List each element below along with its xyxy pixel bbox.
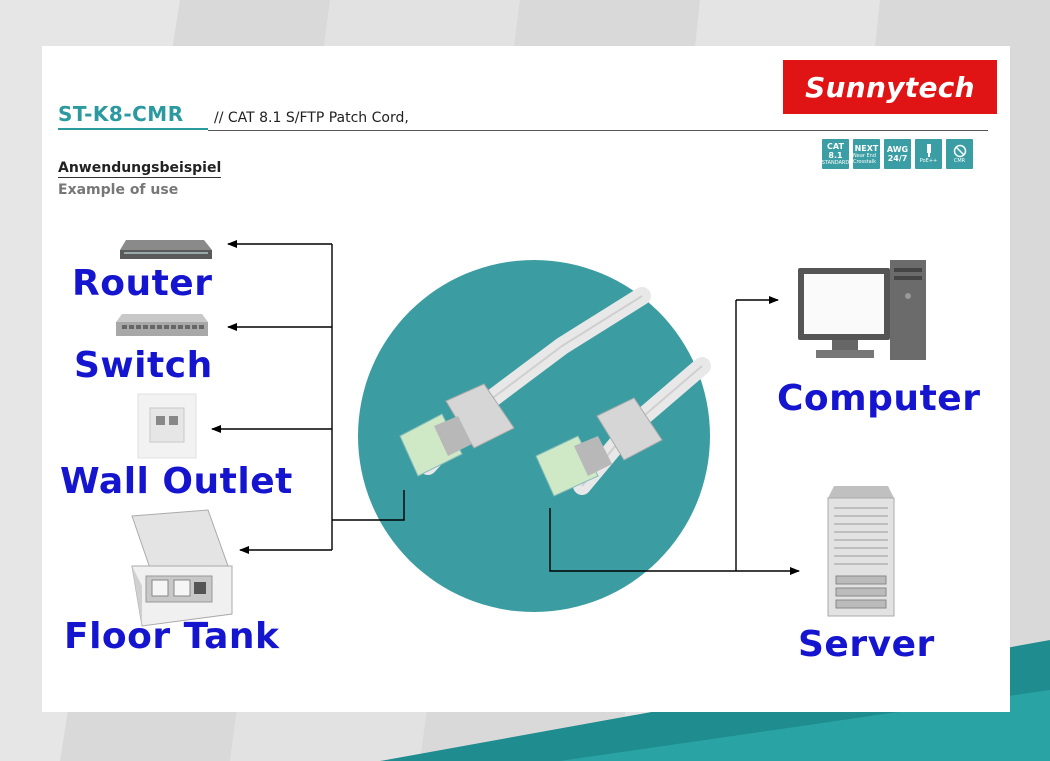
router-icon xyxy=(120,240,212,259)
badge-text: STANDARD xyxy=(821,160,850,166)
switch-label: Switch xyxy=(74,345,213,386)
badge-text: PoE++ xyxy=(919,158,938,164)
floor-tank-icon xyxy=(131,509,233,627)
plug-icon xyxy=(926,144,931,157)
no-flame-icon xyxy=(953,144,966,158)
product-subtitle: // CAT 8.1 S/FTP Patch Cord, xyxy=(214,110,409,126)
usage-heading-de: Anwendungsbeispiel xyxy=(58,160,222,178)
computer-icon xyxy=(798,260,926,360)
model-number: ST-K8-CMR xyxy=(58,102,184,126)
brand-logo: Sunnytech xyxy=(783,60,997,114)
computer-label: Computer xyxy=(777,378,981,419)
awg-badge: AWG 24/7 xyxy=(884,139,911,169)
patch-cord-icon xyxy=(358,260,711,612)
right-connection-lines xyxy=(549,296,800,575)
spec-badges: CAT 8.1 STANDARD NEXT Near End Crosstalk… xyxy=(822,139,973,169)
badge-text: AWG xyxy=(886,145,909,154)
switch-icon xyxy=(116,314,208,336)
poe-badge: PoE++ xyxy=(915,139,942,169)
server-icon xyxy=(827,486,895,617)
badge-text: CMR xyxy=(953,158,966,164)
header-divider xyxy=(208,130,988,131)
badge-text: 8.1 xyxy=(828,151,843,160)
left-connection-lines xyxy=(211,240,405,554)
content-card: ST-K8-CMR // CAT 8.1 S/FTP Patch Cord, S… xyxy=(42,46,1010,712)
wall-outlet-icon xyxy=(137,393,197,459)
badge-text: 24/7 xyxy=(887,154,908,163)
cat8-badge: CAT 8.1 STANDARD xyxy=(822,139,849,169)
cmr-badge: CMR xyxy=(946,139,973,169)
wall-outlet-label: Wall Outlet xyxy=(60,461,293,502)
usage-heading-en: Example of use xyxy=(58,182,179,198)
router-label: Router xyxy=(72,263,213,304)
server-label: Server xyxy=(798,624,935,665)
badge-text: Near End Crosstalk xyxy=(853,152,877,165)
title-underline xyxy=(58,128,208,130)
badge-text: NEXT xyxy=(854,143,879,153)
badge-text: CAT xyxy=(827,142,844,151)
next-badge: NEXT Near End Crosstalk xyxy=(853,139,880,169)
floor-tank-label: Floor Tank xyxy=(64,616,280,657)
connection-diagram xyxy=(116,240,926,627)
